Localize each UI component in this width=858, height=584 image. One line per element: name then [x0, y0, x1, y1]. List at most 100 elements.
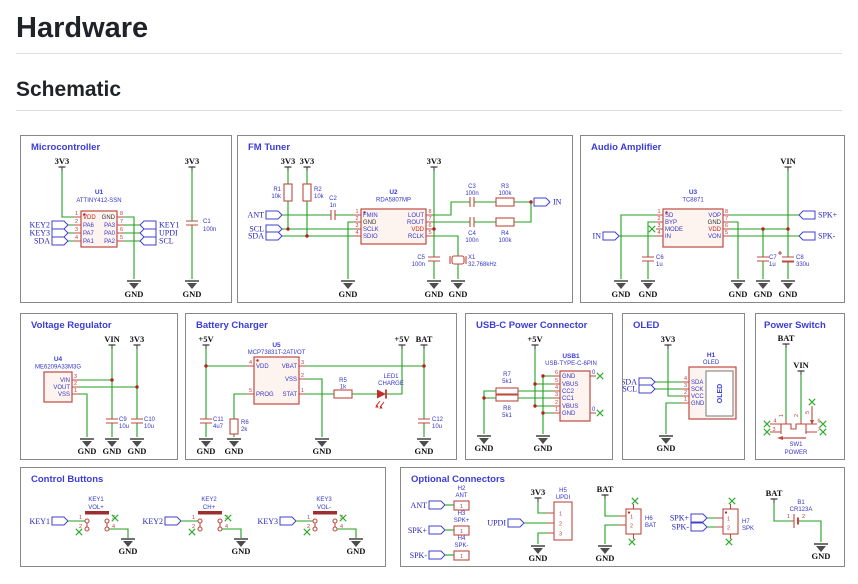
resistor-icon	[333, 389, 353, 399]
header-icon	[453, 550, 470, 561]
wires	[79, 349, 138, 437]
component-ref: LED1	[383, 374, 399, 380]
net-label: SCL	[159, 237, 174, 246]
pin-number: 3	[657, 223, 660, 229]
pin1-dot	[627, 511, 631, 514]
component-ref: SW1	[789, 442, 803, 448]
port-icon	[164, 516, 182, 526]
gnd-label: GND	[754, 289, 773, 299]
pin-name: VDD	[411, 227, 424, 233]
port-icon	[428, 550, 446, 560]
component-ref: H4	[458, 536, 466, 542]
component-ref: C3	[468, 184, 476, 190]
power-label: +5V	[198, 334, 214, 344]
schematic-shape	[769, 498, 779, 504]
pin-name: SD	[665, 213, 674, 219]
pin-number: 5	[428, 230, 431, 236]
pin-number: 3	[340, 515, 343, 521]
component-ref: R4	[501, 231, 509, 237]
schematic-shape	[74, 216, 124, 242]
schematic-shape	[640, 280, 656, 290]
net-label: KEY1	[30, 517, 50, 526]
schematic-shape	[524, 502, 547, 544]
screen-label: OLED	[717, 384, 724, 403]
pin-number: 3	[75, 227, 78, 233]
usbc-schematic: USB-C Power Connector +5V USB1 USB-TYPE-…	[475, 320, 604, 453]
header-icon	[453, 500, 470, 511]
pin-number: 1	[787, 514, 790, 520]
pin-number: 3	[355, 223, 358, 229]
schematic-shape	[375, 400, 385, 408]
net-label: SPK-	[672, 523, 690, 532]
power-label: BAT	[416, 334, 433, 344]
net-label: SPK+	[408, 526, 428, 535]
component-ref: H6	[645, 516, 653, 522]
port-icons	[638, 377, 656, 394]
schematic-shape	[217, 526, 223, 532]
schematic-shape	[638, 384, 656, 394]
pin-number: 2	[630, 524, 633, 530]
pin-number: 1	[460, 529, 463, 535]
schematic-shape	[72, 379, 79, 395]
component-ref: H1	[707, 352, 716, 359]
resistor-icon	[495, 387, 519, 402]
schematic-shape	[199, 523, 221, 527]
schematic-shape	[716, 504, 732, 539]
schematic-shape	[530, 344, 540, 350]
component-value: 100n	[465, 238, 478, 244]
pin-number: 2	[684, 390, 687, 396]
component-part: OLED	[703, 360, 720, 366]
component-value: 1n	[330, 203, 337, 209]
pin-number: 1	[79, 515, 82, 521]
gnd-label: GND	[529, 553, 548, 563]
net-label: KEY3	[30, 229, 50, 238]
pin-name: BYP	[665, 220, 677, 226]
gnd-label: GND	[812, 551, 831, 561]
power-switch-schematic: Power Switch BAT VIN 1 2 5 4 3 6 7	[763, 320, 827, 456]
component-ref: H3	[458, 511, 466, 517]
block-title: Optional Connectors	[411, 474, 505, 485]
component-value: CHARGE	[378, 381, 404, 387]
component-ref: R3	[501, 184, 509, 190]
fm-tuner-schematic: FM Tuner 3V3 3V3 3V3 R1 10k R2 10k C2 1n…	[248, 142, 562, 299]
block-control-buttons: Control Buttons KEY1 1 2 3 4 KEY1 VOL+	[20, 467, 386, 567]
pin-name: RCLK	[408, 234, 424, 240]
net-label: SPK-	[410, 551, 428, 560]
schematic-shape	[302, 183, 312, 202]
net-label: KEY2	[30, 221, 50, 230]
schematic-shape	[613, 280, 629, 290]
pin-number: 4	[555, 385, 558, 391]
pin-number: 7	[120, 219, 123, 225]
schematic-shape	[68, 520, 129, 538]
component-value: SPK+	[454, 518, 470, 524]
power-label: 3V3	[281, 156, 296, 166]
gnd-label: GND	[232, 546, 251, 556]
junction-dot	[135, 385, 139, 389]
schematic-shape	[107, 344, 117, 350]
net-label: SDA	[623, 378, 637, 387]
schematic-shape	[332, 518, 338, 524]
pin-number: 1	[684, 397, 687, 403]
junction-dot	[204, 364, 208, 368]
schematic-shape	[265, 210, 283, 220]
pin-number: 2	[657, 216, 660, 222]
component-value: SPK-	[454, 543, 468, 549]
schematic-shape	[375, 405, 379, 408]
pin-number: 2	[74, 381, 77, 387]
pin-number: 2	[301, 373, 304, 379]
pin-number: 4	[657, 230, 660, 236]
component-value: 5k1	[502, 379, 512, 385]
power-label: +5V	[394, 334, 410, 344]
capacitor-icon	[186, 220, 198, 226]
component-ref: B1	[797, 500, 805, 506]
gnd-icon	[184, 280, 200, 290]
component-ref: C6	[656, 255, 664, 261]
component-value: SPK	[742, 526, 754, 532]
no-connect-icon	[596, 409, 604, 417]
component-ref: R5	[339, 378, 347, 384]
junction-dot	[761, 227, 765, 231]
component-part: TC8871	[682, 198, 704, 204]
schematic-shape	[773, 503, 822, 542]
gnd-label: GND	[425, 289, 444, 299]
